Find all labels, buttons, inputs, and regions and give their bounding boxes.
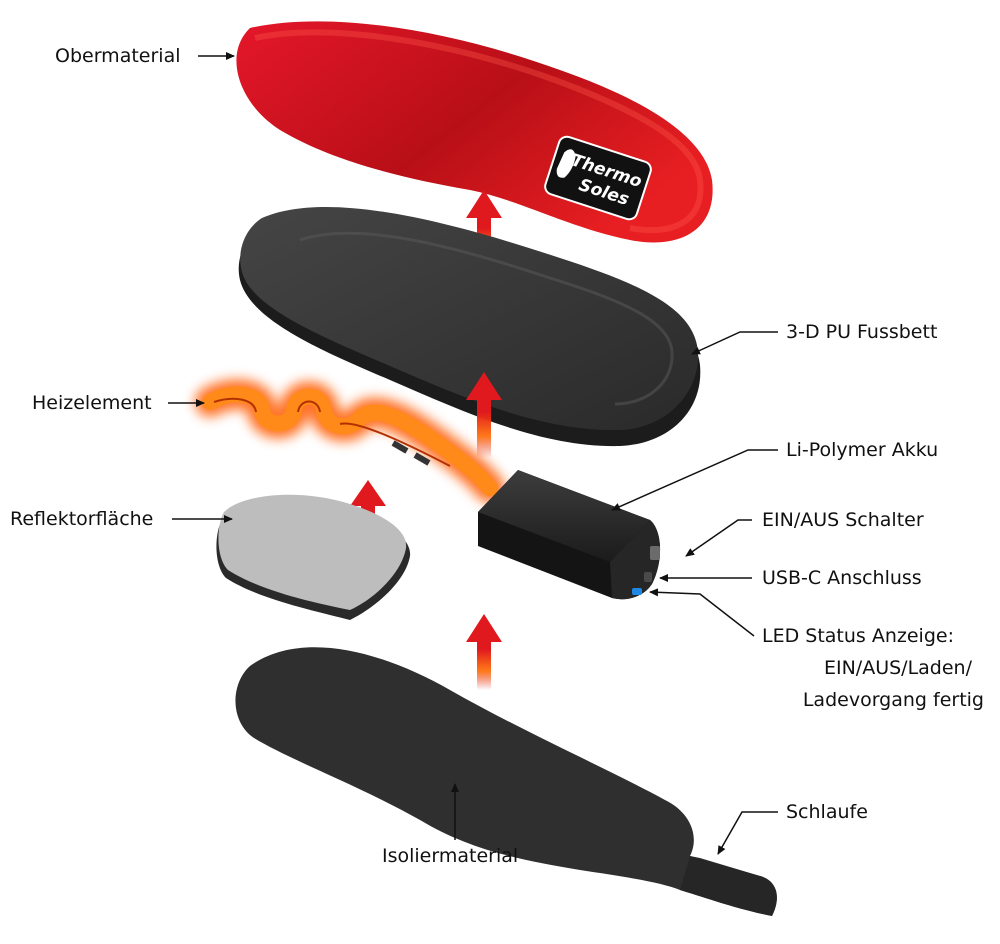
heat-arrow-2 [466,372,502,458]
on-off-switch[interactable] [650,546,660,560]
label-led-status-line2: EIN/AUS/Laden/ [823,657,972,679]
label-led-status-line1: LED Status Anzeige: [762,625,954,647]
label-isoliermaterial: Isoliermaterial [382,845,519,867]
heating-element [195,379,505,503]
insulation-layer [235,647,777,916]
footbed-3d-pu [238,206,701,447]
label-obermaterial: Obermaterial [55,45,181,67]
label-usb-c-anschluss: USB-C Anschluss [762,567,922,589]
leader-lines [168,52,778,855]
heat-arrow-4 [466,614,502,690]
label-schlaufe: Schlaufe [786,801,868,823]
battery-pack [478,470,661,600]
reflector-surface [216,494,411,620]
label-li-polymer-akku: Li-Polymer Akku [786,439,939,461]
label-heizelement: Heizelement [32,392,152,414]
status-led [632,588,642,595]
label-3d-pu-fussbett: 3-D PU Fussbett [786,321,938,343]
upper-material-insole: Thermo Soles [236,21,713,243]
strap [680,856,777,916]
thermosoles-logo: Thermo Soles [544,135,652,221]
usb-c-port[interactable] [644,572,652,582]
label-led-status-line3: Ladevorgang fertig [802,689,984,711]
label-ein-aus-schalter: EIN/AUS Schalter [762,509,924,531]
label-reflektorflaeche: Reflektorfläche [10,508,154,530]
